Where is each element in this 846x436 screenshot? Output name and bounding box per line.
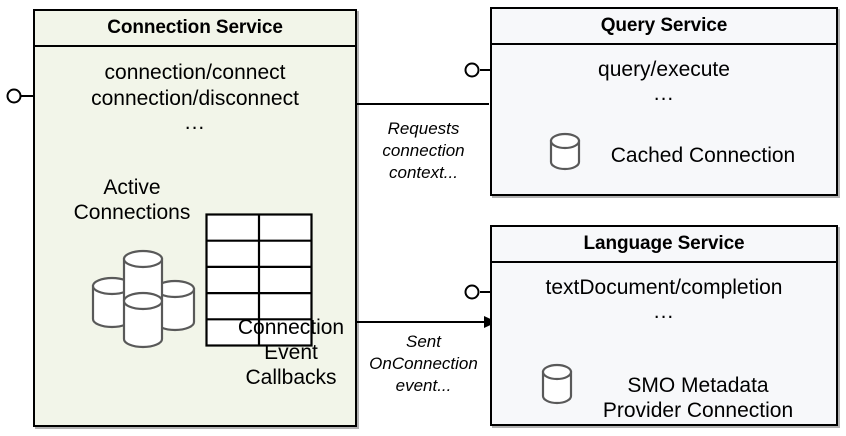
- connection-event-callbacks-label: Connection Event Callbacks: [211, 315, 371, 390]
- callbacks-label-line1: Connection: [237, 316, 345, 339]
- edge-label-requests-line1: Requests: [387, 119, 460, 138]
- connection-service-operations-ellipsis: ...: [184, 111, 206, 134]
- operation-query-execute[interactable]: query/execute: [598, 58, 730, 81]
- language-service-operations: textDocument/completion ...: [492, 275, 836, 323]
- smo-label-line2: Provider Connection: [602, 399, 794, 422]
- database-cylinder-icon: [549, 132, 581, 171]
- table-grid-icon: [205, 213, 313, 347]
- language-service-title: Language Service: [492, 227, 836, 263]
- database-cylinder-icon: [541, 363, 573, 405]
- edge-label-requests-line3: context...: [389, 163, 458, 182]
- query-service-operations: query/execute ...: [492, 57, 836, 105]
- query-service-operations-ellipsis: ...: [653, 82, 675, 105]
- operation-connection-disconnect[interactable]: connection/disconnect: [91, 87, 299, 110]
- cached-connection-label: Cached Connection: [610, 144, 796, 167]
- edge-query-to-connection: [341, 98, 489, 110]
- component-connection-service[interactable]: Connection Service connection/connect co…: [33, 9, 357, 427]
- language-service-operations-ellipsis: ...: [653, 300, 675, 323]
- edge-label-sent-onconnection-event: Sent OnConnection event...: [357, 331, 490, 397]
- smo-label-line1: SMO Metadata: [627, 374, 769, 397]
- callbacks-label-line3: Callbacks: [245, 366, 337, 389]
- connection-service-body: connection/connect connection/disconnect…: [35, 47, 355, 425]
- active-connections-label-line2: Connections: [73, 201, 191, 224]
- operation-connection-connect[interactable]: connection/connect: [104, 61, 286, 84]
- operation-textdocument-completion[interactable]: textDocument/completion: [545, 276, 783, 299]
- edge-label-requests-line2: connection: [382, 141, 465, 160]
- query-service-title: Query Service: [492, 9, 836, 45]
- active-connections-label: Active Connections: [49, 175, 215, 225]
- language-service-body: textDocument/completion ... SMO Metadata…: [492, 263, 836, 424]
- callbacks-label-line2: Event: [264, 341, 318, 364]
- query-service-body: query/execute ... Cached Connection: [492, 45, 836, 194]
- edge-label-requests-connection-context: Requests connection context...: [357, 118, 490, 184]
- component-query-service[interactable]: Query Service query/execute ... Cached C…: [490, 7, 838, 196]
- smo-metadata-provider-connection-label: SMO Metadata Provider Connection: [580, 373, 816, 423]
- component-language-service[interactable]: Language Service textDocument/completion…: [490, 225, 838, 426]
- active-connections-label-line1: Active: [103, 176, 161, 199]
- connection-service-operations: connection/connect connection/disconnect…: [35, 60, 355, 134]
- edge-label-sent-line3: event...: [395, 376, 452, 395]
- connection-service-title: Connection Service: [35, 11, 355, 47]
- edge-label-sent-line2: OnConnection: [369, 354, 478, 373]
- database-cluster-icon: [91, 249, 196, 349]
- edge-label-sent-line1: Sent: [406, 332, 441, 351]
